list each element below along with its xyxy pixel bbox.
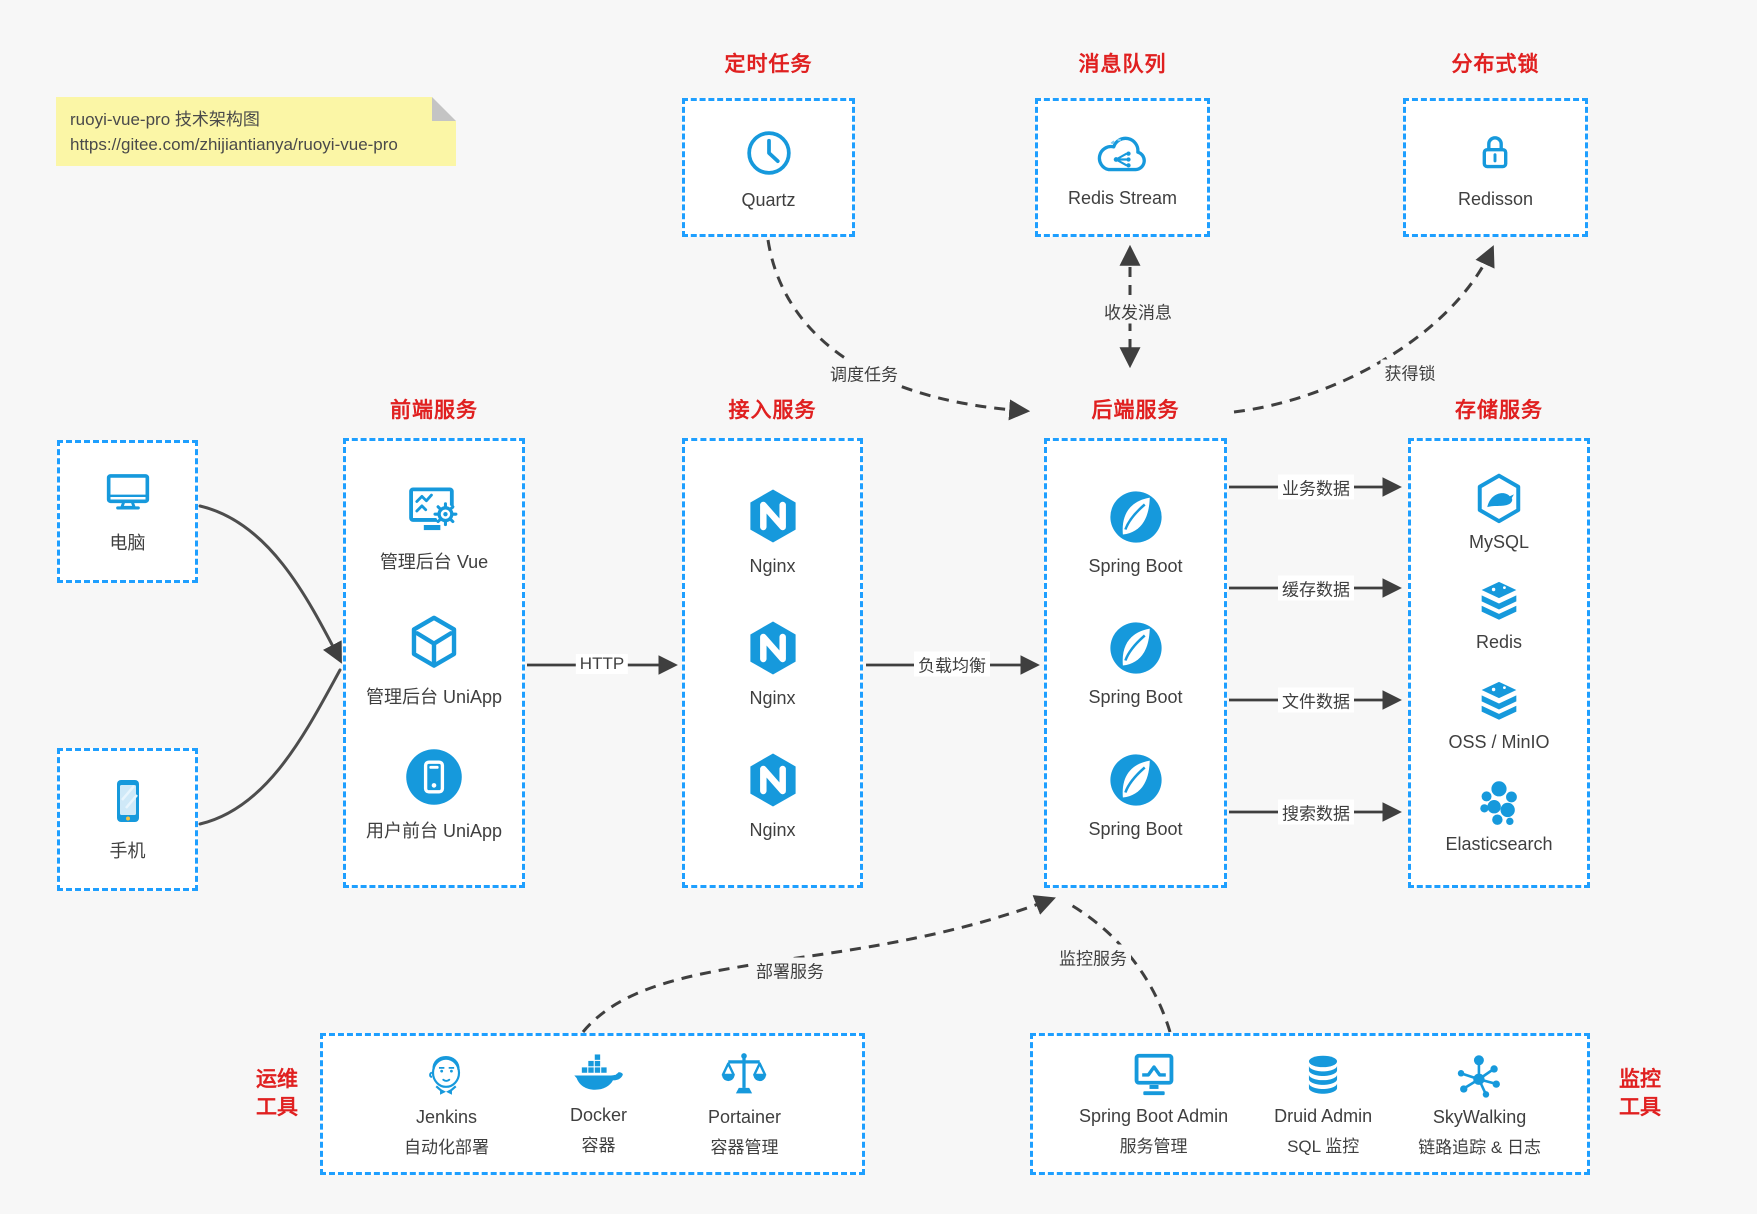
node-ops-tools[interactable]: Jenkins 自动化部署 Docker 容器 <box>320 1033 865 1175</box>
node-frontend[interactable]: 管理后台 Vue 管理后台 UniApp 用户前台 UniApp <box>343 438 525 888</box>
user-app-icon <box>406 749 462 806</box>
edge-computer-frontend <box>198 504 342 664</box>
group-title-ops: 运维 工具 <box>238 1066 316 1122</box>
backend-item-label: Spring Boot <box>1088 555 1183 576</box>
phone-icon <box>116 780 139 822</box>
frontend-item-label: 管理后台 Vue <box>379 551 489 572</box>
redis-stack-icon <box>1481 581 1517 620</box>
node-computer-label: 电脑 <box>109 533 146 553</box>
storage-item-label: MySQL <box>1468 532 1529 552</box>
note-fold-corner <box>432 97 456 121</box>
node-computer[interactable]: 电脑 <box>57 440 198 583</box>
portainer-scales-icon <box>722 1053 767 1094</box>
node-redisson[interactable]: Redisson <box>1403 98 1588 237</box>
group-title-backend: 后端服务 <box>1091 399 1180 422</box>
edge-label-deploy: 部署服务 <box>752 957 828 983</box>
node-backend[interactable]: Spring Boot Spring Boot Spring Boot <box>1044 438 1227 888</box>
spring-boot-icon <box>1109 490 1162 543</box>
node-gateway[interactable]: Nginx Nginx Nginx <box>682 438 863 888</box>
node-monitor-tools[interactable]: Spring Boot Admin 服务管理 Druid Admin SQL 监… <box>1030 1033 1590 1175</box>
monitor-title-line1: 监控 <box>1619 1068 1661 1091</box>
ops-item-name: Portainer <box>707 1107 782 1127</box>
ops-item-name: Jenkins <box>415 1107 477 1127</box>
note-url: https://gitee.com/zhijiantianya/ruoyi-vu… <box>70 135 398 154</box>
group-title-frontend: 前端服务 <box>390 399 478 422</box>
clock-icon <box>746 130 791 175</box>
monitor-item-name: Spring Boot Admin <box>1079 1106 1229 1126</box>
storage-item-label: Elasticsearch <box>1445 834 1553 854</box>
spring-boot-icon <box>1109 622 1162 674</box>
edge-label-acquire-lock: 获得锁 <box>1380 359 1440 385</box>
edge-label-load-balance: 负载均衡 <box>914 651 990 677</box>
monitor-title-line2: 工具 <box>1619 1096 1661 1119</box>
edge-label-message: 收发消息 <box>1100 298 1176 324</box>
druid-database-icon <box>1309 1055 1338 1094</box>
storage-item-label: Redis <box>1475 632 1523 652</box>
frontend-item-label: 管理后台 UniApp <box>365 686 503 707</box>
monitor-item-name: SkyWalking <box>1432 1107 1527 1127</box>
cloud-stream-icon <box>1098 136 1147 171</box>
group-title-mq: 消息队列 <box>1078 53 1167 76</box>
ops-item-name: Docker <box>569 1105 627 1125</box>
node-phone-label: 手机 <box>109 841 146 861</box>
uniapp-cube-icon <box>411 615 457 668</box>
ops-title-line1: 运维 <box>256 1068 298 1091</box>
nginx-icon <box>749 753 796 807</box>
gateway-item-label: Nginx <box>749 820 796 840</box>
monitor-item-desc: SQL 监控 <box>1287 1137 1360 1156</box>
ops-title-line2: 工具 <box>256 1096 298 1119</box>
group-title-scheduler: 定时任务 <box>724 53 813 76</box>
ops-item-desc: 容器管理 <box>710 1138 779 1157</box>
node-storage[interactable]: MySQL Redis OSS / MinIO <box>1408 438 1590 888</box>
edge-label-search-data: 搜索数据 <box>1278 799 1354 825</box>
spring-boot-icon <box>1109 753 1162 806</box>
node-redis-stream[interactable]: Redis Stream <box>1035 98 1210 237</box>
mysql-icon <box>1477 473 1521 524</box>
group-title-monitor: 监控 工具 <box>1601 1066 1679 1122</box>
nginx-icon <box>749 489 796 543</box>
oss-minio-stack-icon <box>1481 681 1517 720</box>
frontend-item-label: 用户前台 UniApp <box>365 821 503 842</box>
node-quartz[interactable]: Quartz <box>682 98 855 237</box>
docker-icon <box>574 1054 624 1090</box>
ops-item-desc: 自动化部署 <box>403 1138 489 1157</box>
node-phone[interactable]: 手机 <box>57 748 198 891</box>
edge-label-monitoring: 监控服务 <box>1055 944 1131 970</box>
edge-acquire-lock <box>1233 245 1495 414</box>
edge-label-http: HTTP <box>575 654 629 674</box>
backend-item-label: Spring Boot <box>1088 687 1183 707</box>
note-title: ruoyi-vue-pro 技术架构图 <box>70 110 260 129</box>
node-redisson-label: Redisson <box>1457 188 1534 209</box>
storage-item-label: OSS / MinIO <box>1448 732 1550 752</box>
monitor-item-desc: 链路追踪 & 日志 <box>1418 1138 1541 1157</box>
nginx-icon <box>749 621 796 675</box>
elasticsearch-icon <box>1480 781 1517 826</box>
edge-label-file-data: 文件数据 <box>1278 687 1354 713</box>
edge-label-cache-data: 缓存数据 <box>1278 575 1354 601</box>
backend-item-label: Spring Boot <box>1088 818 1183 839</box>
admin-vue-icon <box>409 487 458 530</box>
group-title-lock: 分布式锁 <box>1451 53 1540 76</box>
edge-phone-frontend <box>198 668 342 826</box>
monitor-item-name: Druid Admin <box>1274 1106 1373 1126</box>
group-title-storage: 存储服务 <box>1455 399 1543 422</box>
gateway-item-label: Nginx <box>749 556 796 576</box>
spring-boot-admin-icon <box>1134 1053 1173 1096</box>
jenkins-icon <box>429 1055 461 1095</box>
edge-label-business-data: 业务数据 <box>1278 474 1354 500</box>
sticky-note[interactable]: ruoyi-vue-pro 技术架构图 https://gitee.com/zh… <box>56 97 456 166</box>
skywalking-topology-icon <box>1457 1055 1500 1098</box>
lock-icon <box>1483 135 1508 168</box>
group-title-gateway: 接入服务 <box>728 399 817 422</box>
computer-icon <box>106 474 149 510</box>
edge-label-schedule: 调度任务 <box>826 360 902 386</box>
monitor-item-desc: 服务管理 <box>1119 1137 1188 1156</box>
node-quartz-label: Quartz <box>741 189 796 210</box>
node-redis-stream-label: Redis Stream <box>1067 187 1178 208</box>
gateway-item-label: Nginx <box>749 688 796 708</box>
ops-item-desc: 容器 <box>581 1136 616 1155</box>
